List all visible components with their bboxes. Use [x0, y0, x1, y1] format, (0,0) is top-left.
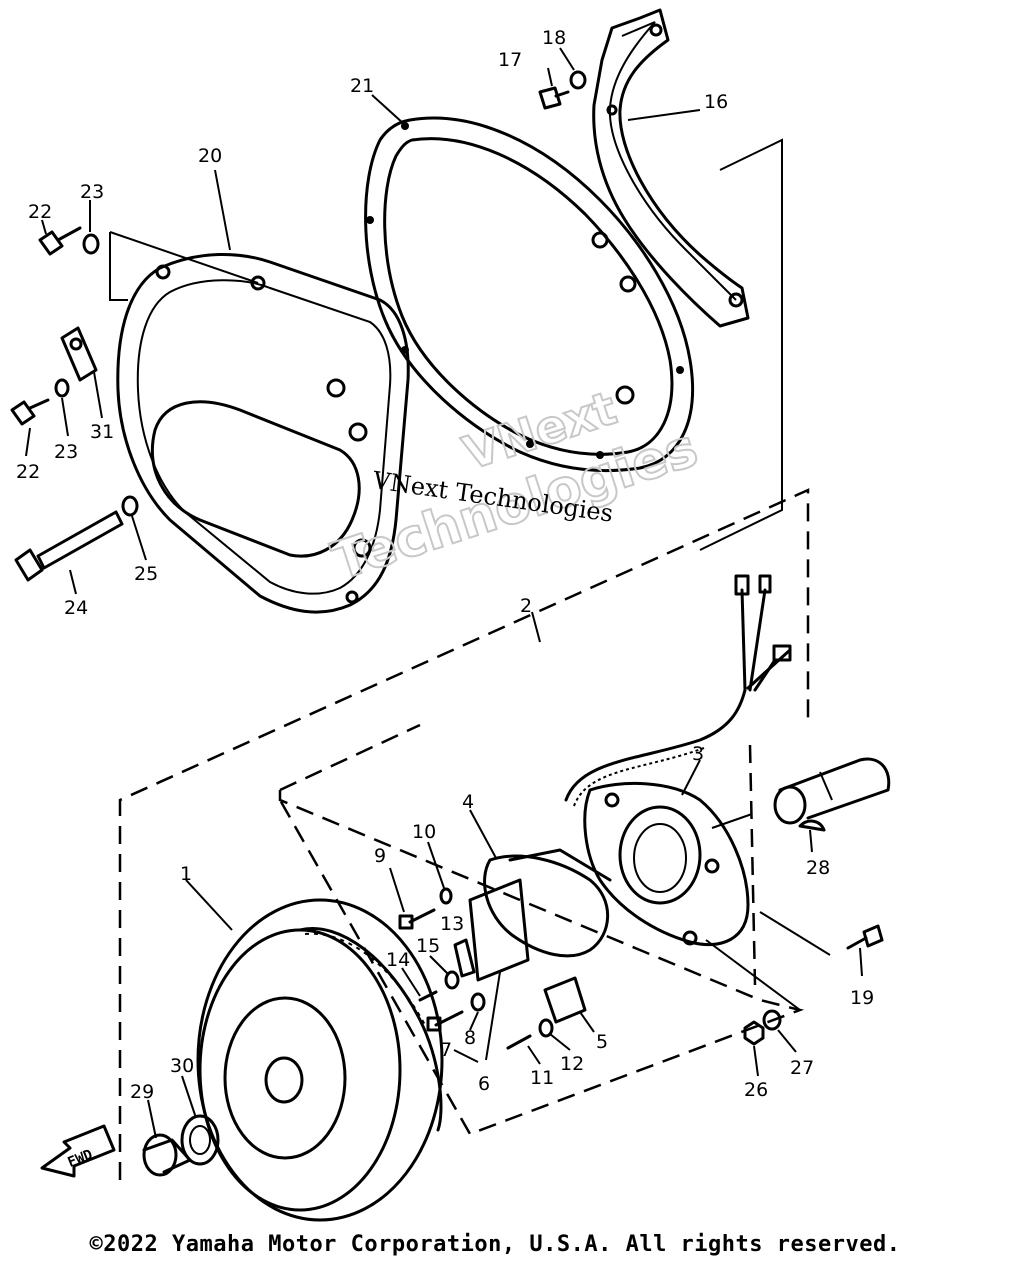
- crankshaft-end: [773, 757, 891, 825]
- callout-21: 21: [350, 75, 374, 97]
- connector-part-5: [543, 976, 587, 1024]
- callout-5: 5: [596, 1031, 608, 1053]
- washer-part-23-lower: [54, 378, 70, 398]
- bracket-part-16: [592, 8, 750, 328]
- callout-29: 29: [130, 1081, 154, 1103]
- gasket-part-21: [364, 116, 695, 473]
- callout-23-lower: 23: [54, 441, 78, 463]
- callout-28: 28: [806, 857, 830, 879]
- callout-12: 12: [560, 1053, 584, 1075]
- callout-20: 20: [198, 145, 222, 167]
- washer-part-15: [444, 970, 460, 990]
- callout-3: 3: [692, 743, 704, 765]
- wiring-harness: [564, 574, 792, 807]
- flywheel-part-1: [196, 898, 444, 1222]
- washer-part-12: [538, 1018, 554, 1038]
- flywheel-cover-part-20: [116, 252, 410, 614]
- callout-30: 30: [170, 1055, 194, 1077]
- callout-11: 11: [530, 1067, 554, 1089]
- callout-18: 18: [542, 27, 566, 49]
- leader-lines: [25, 47, 863, 1139]
- callout-8: 8: [464, 1027, 476, 1049]
- screw-part-14: [418, 990, 438, 1002]
- base-plate-part-3: [583, 782, 750, 947]
- copyright-notice: ©2022 Yamaha Motor Corporation, U.S.A. A…: [89, 1232, 901, 1257]
- bolt-part-22-lower: [10, 398, 50, 426]
- bolt-part-22-upper: [38, 226, 82, 256]
- washer-part-10: [439, 887, 453, 905]
- clip-part-31: [60, 326, 98, 382]
- cover-assembly-frame: [109, 138, 783, 551]
- nut-part-26: [743, 1020, 765, 1046]
- callout-4: 4: [462, 791, 474, 813]
- callout-7: 7: [440, 1039, 452, 1061]
- watermark: VNext Technologies VNext Technologies: [324, 380, 705, 594]
- callout-27: 27: [790, 1057, 814, 1079]
- bolt-part-17: [538, 86, 570, 110]
- clip-part-13: [453, 938, 476, 978]
- washer-part-27: [762, 1009, 782, 1031]
- callout-17: 17: [498, 49, 522, 71]
- callout-25: 25: [134, 563, 158, 585]
- callout-31: 31: [90, 421, 114, 443]
- washer-part-8: [470, 992, 486, 1012]
- fwd-arrow-icon: FWD: [40, 1124, 116, 1178]
- callout-22-upper: 22: [28, 201, 52, 223]
- washer-part-18: [569, 70, 587, 90]
- callout-9: 9: [374, 845, 386, 867]
- long-bolt-part-24: [14, 510, 124, 582]
- callout-19: 19: [850, 987, 874, 1009]
- callout-labels: 1 2 3 4 5 6 7 8 9 10 11 12 13 14 15 16 1…: [16, 27, 874, 1103]
- callout-6: 6: [478, 1073, 490, 1095]
- bolt-part-19: [846, 924, 884, 950]
- callout-2: 2: [520, 595, 532, 617]
- screw-part-11: [506, 1034, 532, 1050]
- sleeve-part-29: [142, 1133, 192, 1177]
- washer-part-30: [180, 1114, 220, 1166]
- key-part-28: [798, 819, 826, 832]
- callout-14: 14: [386, 949, 410, 971]
- screw-part-7: [426, 1010, 464, 1032]
- callout-24: 24: [64, 597, 88, 619]
- callout-22-lower: 22: [16, 461, 40, 483]
- callout-15: 15: [416, 935, 440, 957]
- callout-10: 10: [412, 821, 436, 843]
- washer-part-25: [121, 495, 139, 517]
- screw-part-9: [398, 908, 436, 930]
- callout-23-upper: 23: [80, 181, 104, 203]
- coil-part-4: [468, 848, 612, 982]
- callout-26: 26: [744, 1079, 768, 1101]
- washer-part-23-upper: [82, 233, 100, 255]
- callout-13: 13: [440, 913, 464, 935]
- callout-1: 1: [180, 863, 192, 885]
- magneto-assembly-frame: [118, 488, 810, 1180]
- callout-16: 16: [704, 91, 728, 113]
- fwd-label: FWD: [66, 1147, 95, 1171]
